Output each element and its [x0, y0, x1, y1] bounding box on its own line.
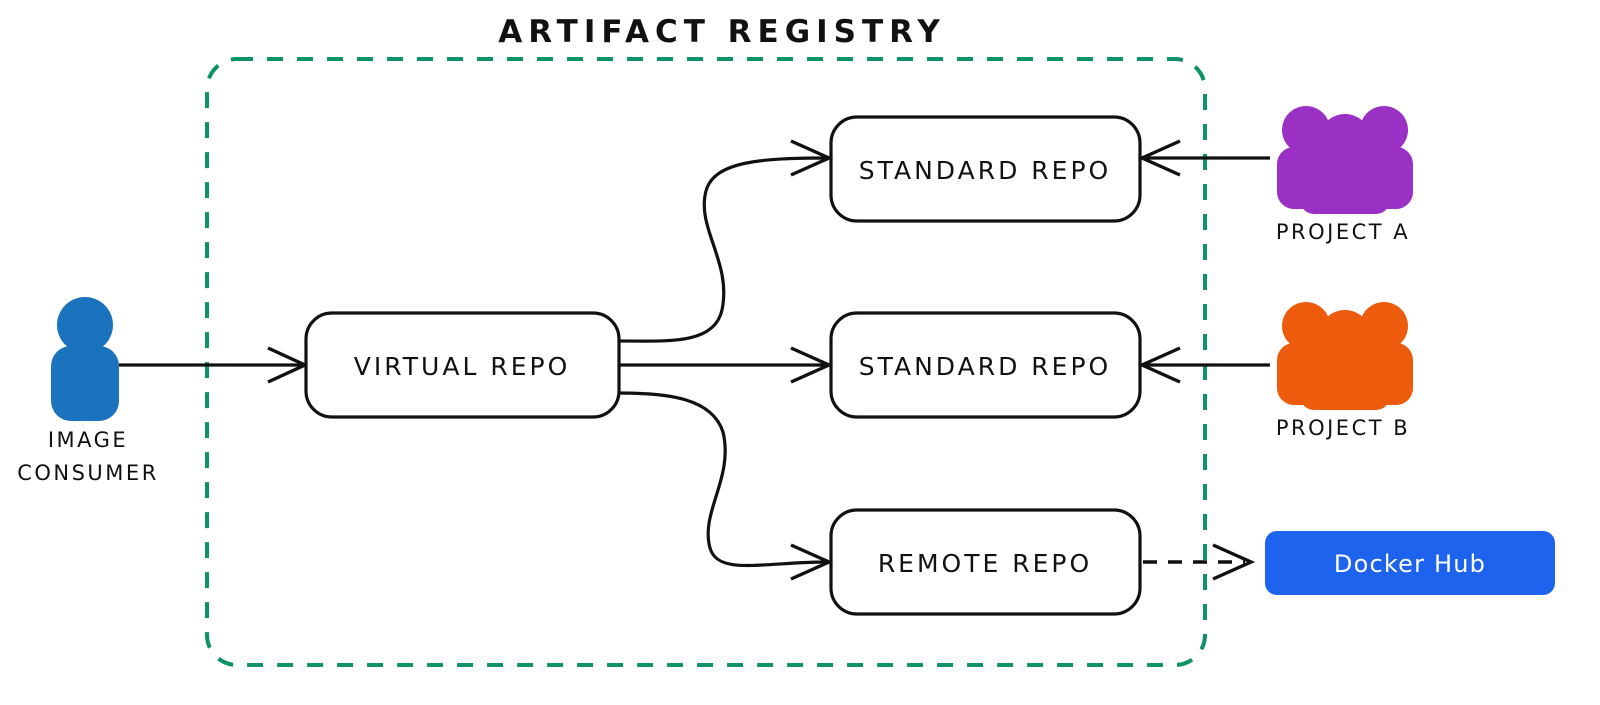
remote-repo-node[interactable]: REMOTE REPO: [829, 508, 1142, 616]
standard-repo-a-node[interactable]: STANDARD REPO: [829, 115, 1142, 223]
people-group-icon-project-b: [1277, 302, 1413, 410]
connection-remote-to-docker-hub: [1143, 543, 1256, 581]
standard-repo-a-label: STANDARD REPO: [859, 156, 1111, 185]
connection-consumer-to-virtual: [119, 346, 310, 384]
artifact-registry-container: [205, 57, 1207, 667]
image-consumer-label-line1: IMAGE: [48, 428, 128, 452]
docker-hub-node[interactable]: Docker Hub: [1265, 531, 1555, 595]
standard-repo-b-label: STANDARD REPO: [859, 352, 1111, 381]
connection-virtual-to-standard-a: [618, 139, 834, 343]
docker-hub-label: Docker Hub: [1334, 550, 1486, 578]
connection-project-b-to-standard-b: [1137, 346, 1270, 384]
remote-repo-label: REMOTE REPO: [878, 549, 1092, 578]
project-b-label: PROJECT B: [1276, 416, 1410, 440]
connection-virtual-to-standard-b: [619, 346, 834, 384]
standard-repo-b-node[interactable]: STANDARD REPO: [829, 311, 1142, 419]
virtual-repo-label: VIRTUAL REPO: [354, 352, 571, 381]
diagram-title: ARTIFACT REGISTRY: [498, 14, 946, 50]
connection-virtual-to-remote: [618, 391, 834, 581]
people-group-icon-project-a: [1277, 106, 1413, 214]
person-icon: [51, 297, 119, 421]
image-consumer-label-line2: CONSUMER: [17, 461, 159, 485]
project-a-label: PROJECT A: [1276, 220, 1410, 244]
connection-project-a-to-standard-a: [1137, 139, 1270, 177]
virtual-repo-node[interactable]: VIRTUAL REPO: [304, 311, 621, 419]
